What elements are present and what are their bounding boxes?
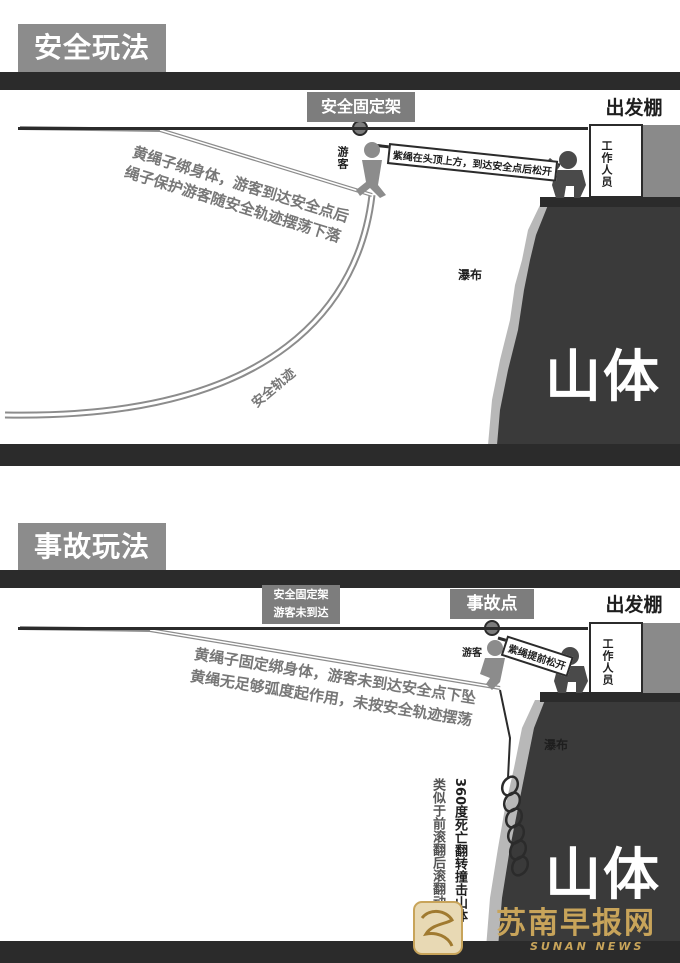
fall-label-line-1: 360度死亡翻转撞击山体 — [452, 778, 467, 923]
accident-point-label: 事故点 — [450, 589, 534, 619]
yellow-rope-inner — [159, 129, 373, 196]
anchor-label-box: 安全固定架 游客未到达 — [262, 585, 340, 624]
panel-title: 安全玩法 — [18, 24, 166, 72]
shed-wall — [640, 623, 680, 693]
death-flip-loops — [500, 775, 530, 877]
shed-wall-edge — [589, 124, 643, 198]
top-bar — [0, 570, 680, 588]
panel-title: 事故玩法 — [18, 523, 166, 571]
safe-panel: 安全玩法 安全固定架 出发棚 游客 工作人员 紫绳在头顶上方，到达安全点后松开 … — [0, 0, 680, 470]
newspaper-logo-icon — [413, 901, 463, 955]
cliff-ledge — [540, 692, 680, 702]
fall-label-line-2: 类似于前滚翻后滚翻动作 — [430, 778, 445, 921]
brand-name-en: SUNAN NEWS — [530, 940, 645, 953]
mountain-label: 山体 — [545, 345, 661, 410]
worker-label: 工作人员 — [600, 140, 613, 188]
anchor-label-line-1: 安全固定架 — [273, 588, 329, 601]
top-bar — [0, 72, 680, 90]
anchor-label: 安全固定架 — [307, 92, 415, 122]
safe-diagram-graphics — [4, 120, 680, 445]
mountain-label: 山体 — [545, 843, 661, 908]
shed-wall-edge — [589, 622, 643, 694]
bottom-bar — [0, 941, 680, 963]
mountain-shape — [498, 700, 680, 948]
waterfall-label: 瀑布 — [458, 268, 483, 282]
anchor-label-line-2: 游客未到达 — [273, 606, 329, 619]
shed-wall — [640, 125, 680, 197]
accident-diagram-graphics — [19, 620, 680, 948]
brand-name: 苏南早报网 — [496, 906, 656, 941]
watermark: 苏南早报网 SUNAN NEWS — [408, 898, 678, 960]
waterfall-label: 瀑布 — [544, 738, 569, 752]
yellow-rope-inner — [149, 629, 501, 689]
worker-label: 工作人员 — [601, 638, 614, 686]
bottom-bar — [0, 444, 680, 466]
shed-label: 出发棚 — [598, 95, 670, 121]
shed-label: 出发棚 — [598, 592, 670, 618]
mountain-shape — [497, 205, 680, 445]
cliff-ledge — [540, 197, 680, 207]
fall-line — [499, 689, 512, 779]
rail — [18, 627, 588, 630]
accident-panel: 事故玩法 安全固定架 游客未到达 事故点 出发棚 游客 工作人员 紫绳提前松开 … — [0, 478, 680, 963]
rail — [18, 127, 588, 130]
tourist-figure — [480, 640, 505, 690]
tourist-label: 游客 — [336, 146, 349, 170]
safe-trajectory-arc-inner — [4, 194, 374, 417]
tourist-figure — [356, 142, 386, 198]
tourist-label: 游客 — [462, 648, 482, 659]
